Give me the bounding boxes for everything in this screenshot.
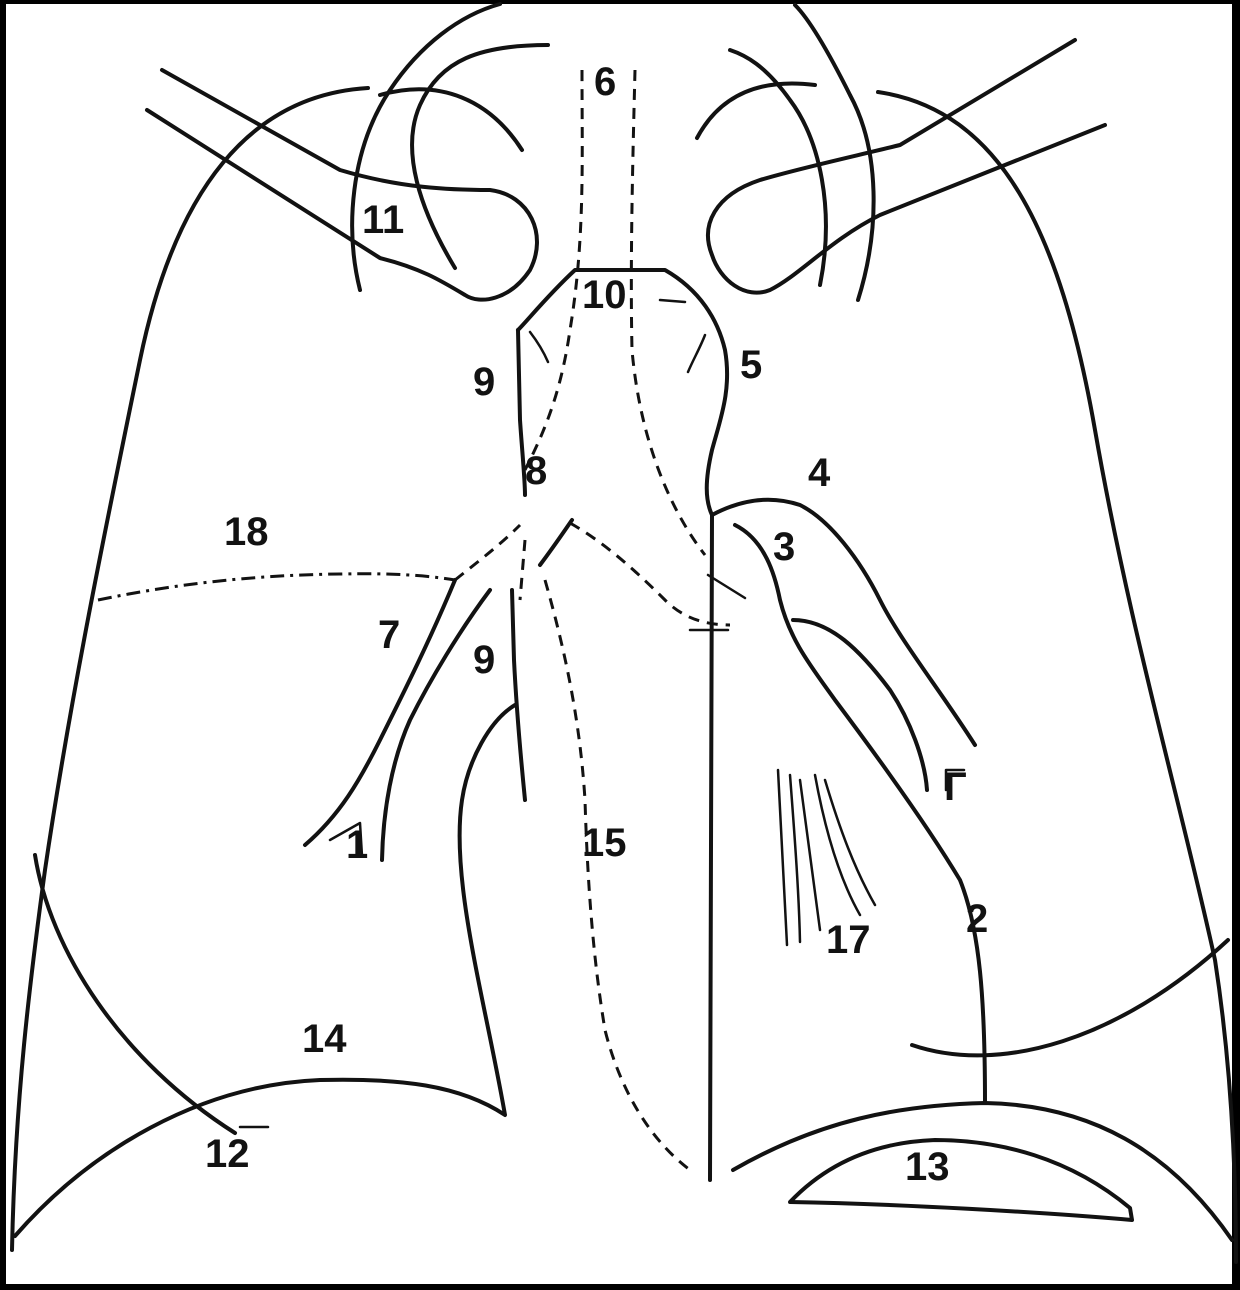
label-1: 1	[346, 823, 368, 867]
trachea-left-wall	[631, 70, 705, 555]
label-9-lower: 9	[473, 638, 495, 682]
vascular-marking-4	[815, 775, 860, 915]
label-12: 12	[205, 1132, 250, 1176]
label-18: 18	[224, 510, 269, 554]
right-costophrenic-line	[35, 855, 235, 1133]
label-8: 8	[525, 449, 547, 493]
label-14: 14	[302, 1017, 347, 1061]
carina-right	[520, 540, 525, 600]
left-apex-line	[912, 940, 1228, 1055]
vascular-marking-2	[790, 775, 800, 942]
right-rib-arc-2	[412, 45, 548, 268]
label-17: 17	[826, 918, 871, 962]
label-10: 10	[582, 273, 627, 317]
pulmonary-trunk	[735, 525, 985, 1103]
label-5: 5	[740, 343, 762, 387]
vessel-tick-left	[688, 335, 705, 372]
left-diaphragm	[733, 1103, 1232, 1240]
right-rib-arc-1	[352, 4, 500, 290]
label-6: 6	[594, 60, 616, 104]
label-G: Г	[944, 765, 967, 809]
label-7: 7	[378, 613, 400, 657]
label-15: 15	[582, 821, 627, 865]
svc-contour	[518, 330, 525, 495]
left-clavicle-upper	[708, 40, 1105, 293]
vessel-tick-top	[660, 300, 685, 302]
carina-left	[540, 520, 572, 565]
label-2: 2	[966, 897, 988, 941]
left-mediastinal-border	[710, 515, 712, 1180]
vessel-tick-right	[530, 332, 548, 362]
label-3: 3	[773, 525, 795, 569]
vascular-marking-1	[778, 770, 787, 945]
label-9-upper: 9	[473, 360, 495, 404]
gastric-bubble	[790, 1140, 1132, 1220]
horizontal-fissure	[98, 574, 455, 600]
right-rib-arc-3	[380, 89, 522, 150]
label-11: 11	[362, 198, 404, 242]
right-main-bronchus	[455, 525, 520, 580]
label-4: 4	[808, 451, 831, 495]
left-lung-outline	[878, 92, 1236, 1262]
vascular-marking-3	[800, 780, 820, 930]
esophagus-dash	[545, 580, 690, 1170]
right-lower-vessel	[512, 590, 525, 800]
right-diaphragm	[15, 705, 515, 1236]
vascular-marking-5	[825, 780, 875, 905]
right-lung-outline	[12, 88, 368, 1250]
label-13: 13	[905, 1145, 950, 1189]
left-main-bronchus	[570, 523, 730, 625]
